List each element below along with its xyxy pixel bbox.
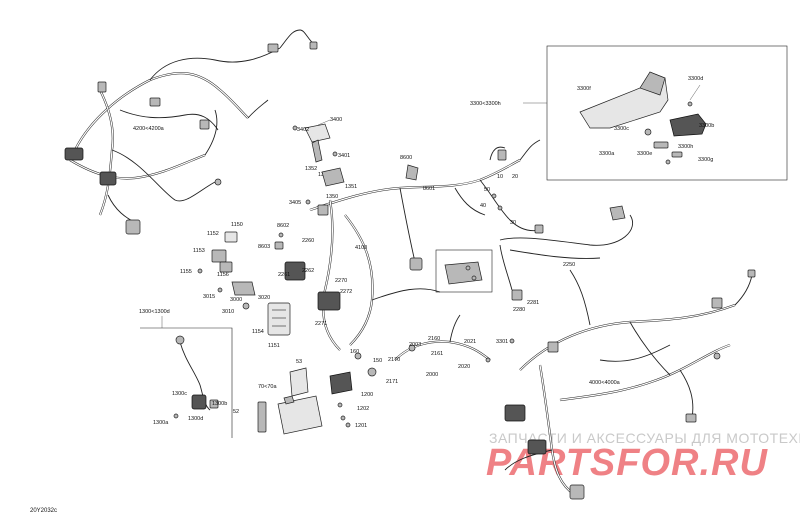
label-4200: 4200<4200a [133, 126, 165, 132]
figure-code: 20Y2032c [30, 508, 57, 514]
watermark-tagline: ЗАПЧАСТИ И АКСЕССУАРЫ ДЛЯ МОТОТЕХНИКИ [489, 430, 800, 446]
inset-1300: 1300<1300d 1300c 1300b 1300a 1300d [139, 309, 233, 438]
label-20: 20 [512, 174, 518, 180]
label-2270: 2270 [335, 278, 347, 284]
label-40: 40 [480, 203, 486, 209]
group-8600: 8600 8601 10 20 30 40 50 [400, 155, 518, 226]
label-2020: 2020 [458, 364, 470, 370]
group-1200: 160 150 1200 1202 1201 [329, 349, 382, 429]
label-3300b: 3300b [699, 123, 714, 129]
label-1201: 1201 [355, 423, 367, 429]
group-battery: 53 70<70a 52 [233, 359, 323, 435]
label-30: 30 [510, 220, 516, 226]
group-3400: 3400 3402 3401 1352 1353 1351 1350 3405 [289, 117, 357, 206]
group-1150: 1152 1150 1153 1155 1156 3015 3020 3000 … [180, 222, 291, 349]
label-3300e: 3300e [637, 151, 652, 157]
label-2261: 2261 [278, 272, 290, 278]
label-1300c: 1300c [172, 391, 187, 397]
label-53: 53 [296, 359, 302, 365]
label-3402: 3402 [297, 127, 309, 133]
label-3301: 3301 [496, 339, 508, 345]
label-150: 150 [373, 358, 382, 364]
label-3300g: 3300g [698, 157, 713, 163]
label-2021: 2021 [464, 339, 476, 345]
label-2171: 2171 [386, 379, 398, 385]
label-1300d: 1300d [188, 416, 203, 422]
group-2250: 2250 2281 2280 [435, 205, 633, 313]
label-2281: 2281 [527, 300, 539, 306]
label-1300-group: 1300<1300d [139, 309, 170, 315]
inset-3300: 3300<3300h 3300f 3300d 3300c 3300b 3300a… [470, 45, 788, 181]
label-2272: 2272 [340, 289, 352, 295]
label-1152: 1152 [207, 231, 219, 237]
label-3300c: 3300c [614, 126, 629, 132]
label-2271: 2271 [315, 321, 327, 327]
label-52: 52 [233, 409, 239, 415]
label-3000: 3000 [230, 297, 242, 303]
label-3401: 3401 [338, 153, 350, 159]
label-1151: 1151 [268, 343, 280, 349]
label-2262: 2262 [302, 268, 314, 274]
label-1150: 1150 [231, 222, 243, 228]
label-2280: 2280 [513, 307, 525, 313]
label-2160: 2160 [428, 336, 440, 342]
label-2170: 2170 [388, 357, 400, 363]
label-70: 70<70a [258, 384, 277, 390]
label-3015: 3015 [203, 294, 215, 300]
label-3010: 3010 [222, 309, 234, 315]
label-160: 160 [350, 349, 359, 355]
label-3405: 3405 [289, 200, 301, 206]
label-3300a: 3300a [599, 151, 615, 157]
label-8602: 8602 [277, 223, 289, 229]
label-3020: 3020 [258, 295, 270, 301]
label-3300d: 3300d [688, 76, 703, 82]
label-2250: 2250 [563, 262, 575, 268]
group-2000: 2160 2021 2003 2161 2170 2171 2000 2020 … [386, 314, 515, 385]
label-3300-group: 3300<3300h [470, 101, 501, 107]
label-1156: 1156 [217, 272, 229, 278]
label-50: 50 [484, 187, 490, 193]
label-1200: 1200 [361, 392, 373, 398]
watermark: ЗАПЧАСТИ И АКСЕССУАРЫ ДЛЯ МОТОТЕХНИКИ PA… [486, 430, 800, 484]
label-1155: 1155 [180, 269, 192, 275]
label-3300h: 3300h [678, 144, 693, 150]
label-10: 10 [497, 174, 503, 180]
label-1350: 1350 [326, 194, 338, 200]
label-3300f: 3300f [577, 86, 591, 92]
label-2003: 2003 [409, 342, 421, 348]
label-1202: 1202 [357, 406, 369, 412]
label-1300b: 1300b [212, 401, 227, 407]
label-1351: 1351 [345, 184, 357, 190]
label-4000: 4000<4000a [589, 380, 621, 386]
label-8603: 8603 [258, 244, 270, 250]
label-2000: 2000 [426, 372, 438, 378]
label-3400: 3400 [330, 117, 342, 123]
label-1154: 1154 [252, 329, 264, 335]
label-2161: 2161 [431, 351, 443, 357]
label-1352: 1352 [305, 166, 317, 172]
label-4100: 4100 [355, 245, 367, 251]
harness-4000: 4000<4000a [504, 269, 756, 500]
label-1153: 1153 [193, 248, 205, 254]
label-8600: 8600 [400, 155, 412, 161]
harness-4100: 4100 2260 2261 2262 2270 2271 2272 8602 … [258, 139, 544, 351]
label-2260: 2260 [302, 238, 314, 244]
label-1300a: 1300a [153, 420, 169, 426]
harness-4200: 4200<4200a [64, 29, 318, 235]
label-8601: 8601 [423, 186, 435, 192]
